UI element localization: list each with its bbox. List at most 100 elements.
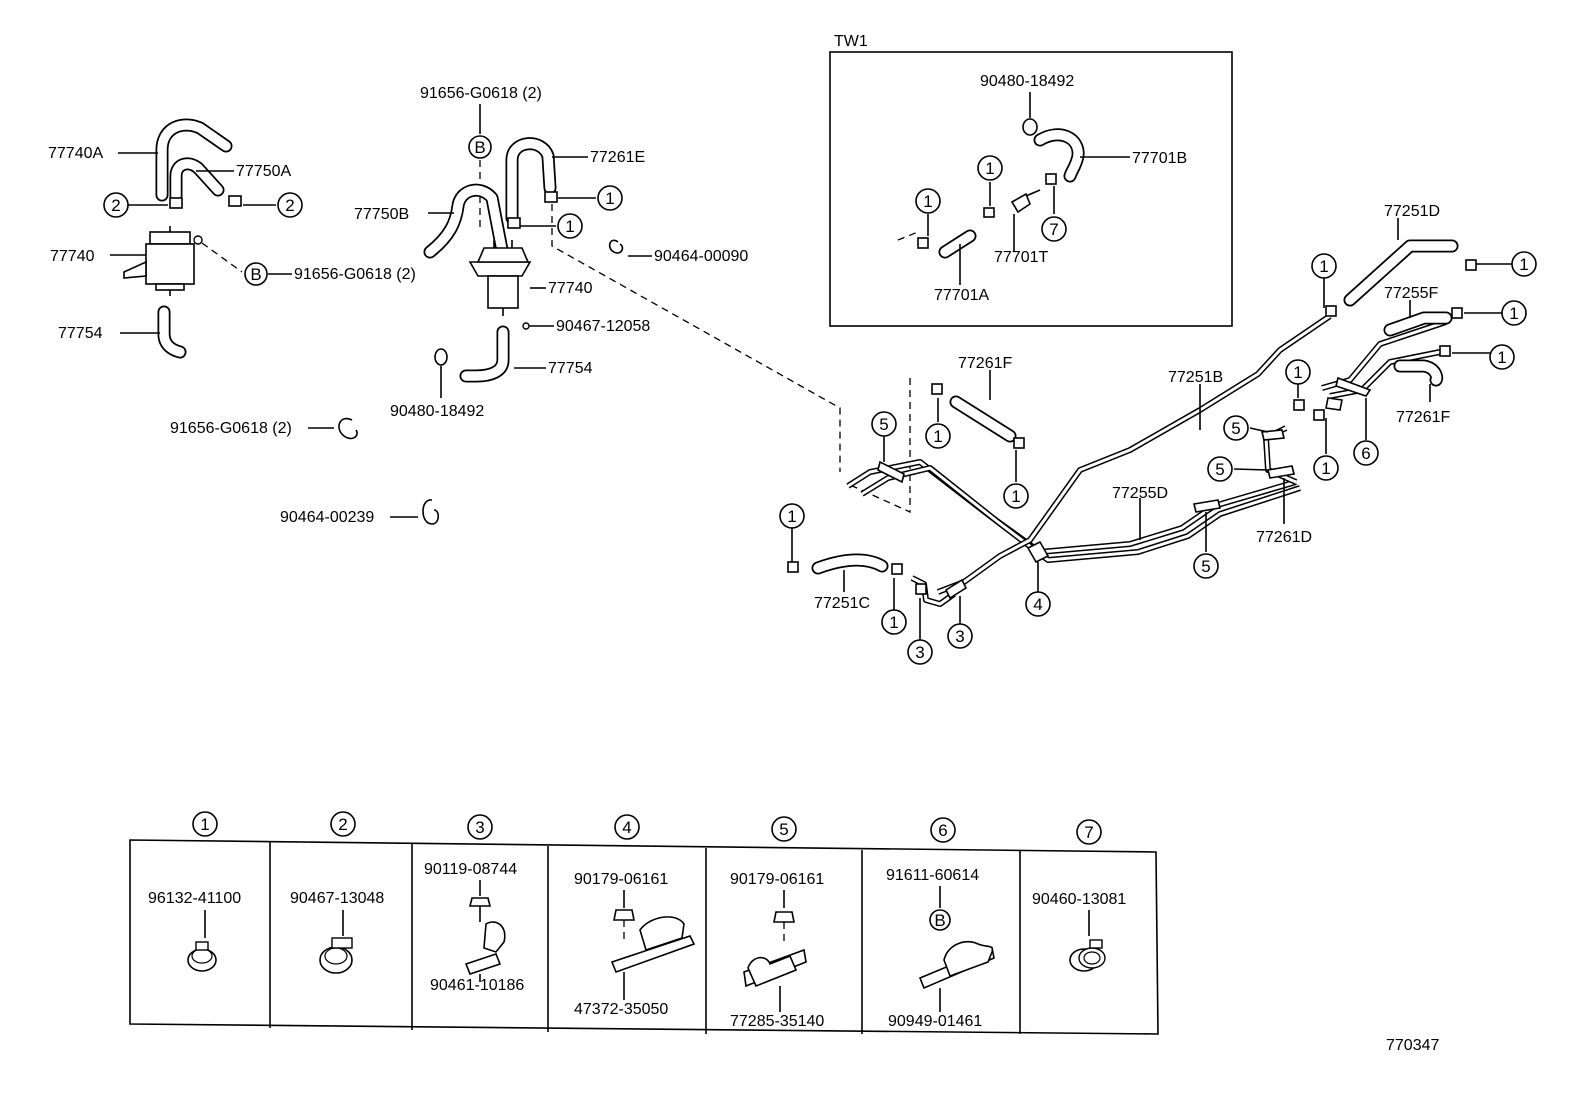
hose-clip-icon xyxy=(187,941,217,972)
legend-table: 1 2 3 4 5 6 7 xyxy=(129,811,1159,1035)
label-77261e: 77261E xyxy=(590,149,645,166)
fuel-hose-77261f-left xyxy=(949,395,1017,443)
label-77740-left: 77740 xyxy=(50,248,95,265)
callout-3: 3 xyxy=(947,623,973,649)
clip-90464-00090 xyxy=(608,239,652,257)
callout-4: 4 xyxy=(1025,591,1051,617)
legend-cell-5: 90179-06161 77285-35140 xyxy=(730,871,824,1030)
center-filter-group: 91656-G0618 (2) B xyxy=(354,85,841,472)
legend-part-91611-60614: 91611-60614 xyxy=(886,867,979,884)
fuel-hose-77261f-right xyxy=(1393,359,1444,387)
inset-title: TW1 xyxy=(834,33,868,50)
svg-text:7: 7 xyxy=(1084,823,1093,842)
grommet-90480-inset xyxy=(1022,118,1038,136)
svg-text:1: 1 xyxy=(200,815,209,834)
callout-6: 6 xyxy=(930,817,956,843)
legend-part-90119-08744: 90119-08744 xyxy=(424,861,517,878)
callout-2: 2 xyxy=(330,811,356,837)
label-77261f-left: 77261F xyxy=(958,355,1012,372)
legend-part-90949-01461: 90949-01461 xyxy=(888,1013,982,1030)
fuel-hose-77261e xyxy=(505,137,557,225)
callout-1: 1 xyxy=(597,185,623,211)
svg-text:5: 5 xyxy=(879,415,888,434)
legend-part-77285-35140: 77285-35140 xyxy=(730,1013,824,1030)
fuel-pipe-77251b xyxy=(936,313,1332,595)
label-90464-00090: 90464-00090 xyxy=(654,248,748,265)
callout-1: 1 xyxy=(925,423,951,449)
label-77701a: 77701A xyxy=(934,287,989,304)
label-77261d: 77261D xyxy=(1256,529,1312,546)
callout-5: 5 xyxy=(771,816,797,842)
clip-90464-00239: 90464-00239 xyxy=(280,499,440,526)
callout-1: 1 xyxy=(1003,483,1029,509)
svg-text:3: 3 xyxy=(915,643,924,662)
legend-part-90461-10186: 90461-10186 xyxy=(430,977,524,994)
hose-clips-right xyxy=(787,259,1477,595)
label-91656-g0618-top: 91656-G0618 (2) xyxy=(420,85,542,102)
callout-7: 7 xyxy=(1041,216,1067,242)
svg-text:1: 1 xyxy=(565,217,574,236)
callout-1: 1 xyxy=(1285,359,1311,385)
inset-clips xyxy=(917,173,1057,249)
fuel-filter-77740-left xyxy=(123,226,203,296)
svg-text:1: 1 xyxy=(923,192,932,211)
callout-5: 5 xyxy=(871,411,897,437)
svg-text:3: 3 xyxy=(955,627,964,646)
callout-5: 5 xyxy=(1207,456,1233,482)
diagram-code: 770347 xyxy=(1386,1037,1439,1054)
svg-text:7: 7 xyxy=(1049,220,1058,239)
fuel-hose-77750a xyxy=(169,157,225,203)
callout-1: 1 xyxy=(557,213,583,239)
hose-clips-left xyxy=(169,195,242,209)
hose-clamp-91656: 91656-G0618 (2) xyxy=(170,417,358,440)
svg-text:1: 1 xyxy=(1293,363,1302,382)
fuel-hose-77701b xyxy=(1033,128,1085,183)
callout-2: 2 xyxy=(277,192,303,218)
callout-1: 1 xyxy=(1501,300,1527,326)
callout-b: B xyxy=(468,135,492,159)
bolt-icon xyxy=(468,897,492,922)
label-91656-g0618-lower: 91656-G0618 (2) xyxy=(170,420,292,437)
svg-text:1: 1 xyxy=(1509,304,1518,323)
fuel-tube-77701t xyxy=(1010,189,1041,214)
svg-text:4: 4 xyxy=(622,818,631,837)
fuel-filter-77740-center xyxy=(468,240,532,316)
label-77251b: 77251B xyxy=(1168,369,1223,386)
label-77701t: 77701T xyxy=(994,249,1048,266)
fuel-hose-77740a xyxy=(155,118,233,202)
callout-1: 1 xyxy=(1311,253,1337,279)
label-90467-12058: 90467-12058 xyxy=(556,318,650,335)
svg-text:1: 1 xyxy=(889,613,898,632)
inset-frame xyxy=(829,51,1233,327)
svg-text:B: B xyxy=(474,138,485,157)
label-90464-00239: 90464-00239 xyxy=(280,509,374,526)
callout-b: B xyxy=(244,262,268,286)
callout-4: 4 xyxy=(614,814,640,840)
fuel-hose-77754-center xyxy=(459,325,510,383)
svg-text:1: 1 xyxy=(985,159,994,178)
callout-5: 5 xyxy=(1193,553,1219,579)
callout-7: 7 xyxy=(1076,819,1102,845)
legend-dividers xyxy=(269,842,1021,1034)
svg-text:6: 6 xyxy=(1361,444,1370,463)
legend-cell-7: 90460-13081 xyxy=(1032,891,1126,972)
legend-ref-callouts: 1 2 3 4 5 6 7 xyxy=(192,811,1102,845)
legend-cell-4: 90179-06161 47372-35050 xyxy=(574,871,696,1018)
svg-text:1: 1 xyxy=(1011,487,1020,506)
callout-1: 1 xyxy=(881,609,907,635)
label-77255f: 77255F xyxy=(1384,285,1438,302)
triple-clamp-icon xyxy=(918,940,995,990)
svg-text:5: 5 xyxy=(779,820,788,839)
label-77255d: 77255D xyxy=(1112,485,1168,502)
fuel-hose-77754-left xyxy=(157,305,187,359)
callout-1: 1 xyxy=(1489,344,1515,370)
clip-90467-12058 xyxy=(522,322,554,330)
double-clamp-icon xyxy=(610,916,696,974)
callout-1: 1 xyxy=(779,503,805,529)
callout-1: 1 xyxy=(915,188,941,214)
callout-1: 1 xyxy=(1313,455,1339,481)
label-77701b: 77701B xyxy=(1132,150,1187,167)
svg-text:1: 1 xyxy=(1321,459,1330,478)
tw1-inset: TW1 9 xyxy=(829,33,1233,327)
label-77261f-right: 77261F xyxy=(1396,409,1450,426)
